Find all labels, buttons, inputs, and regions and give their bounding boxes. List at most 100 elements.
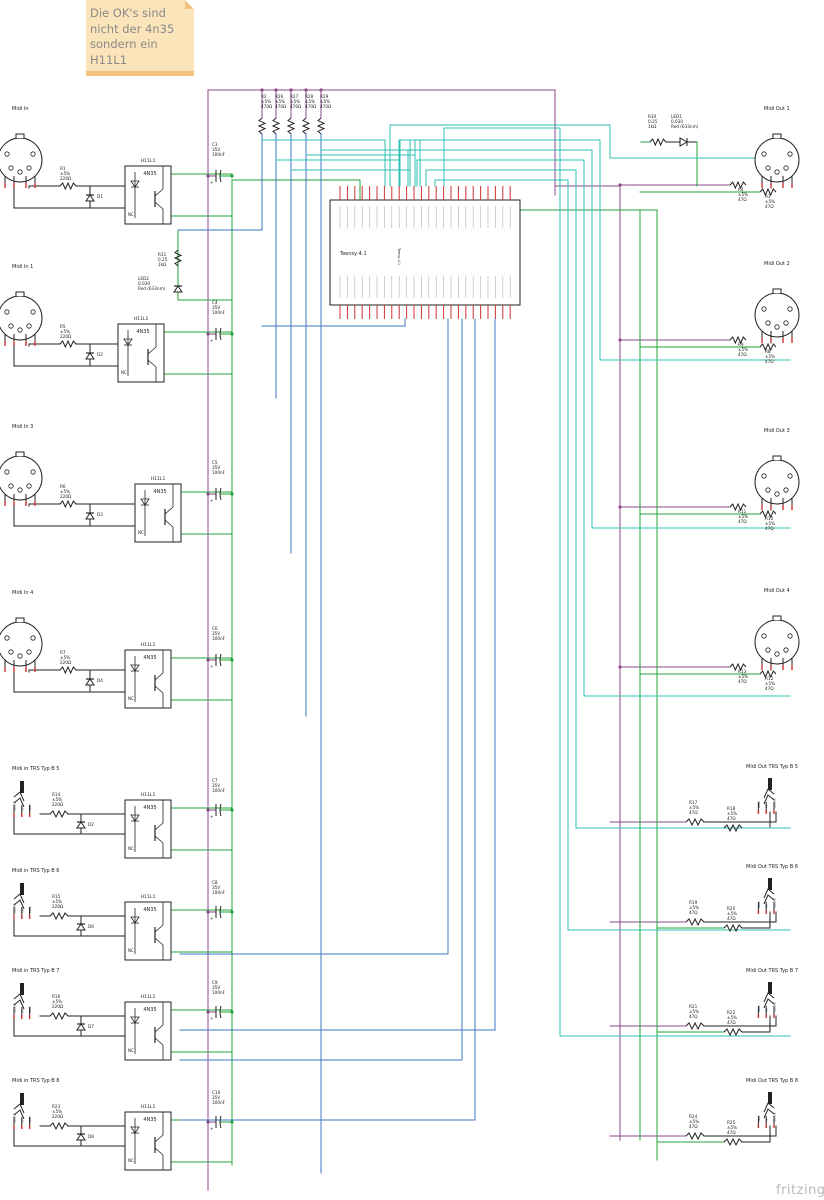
resistor-label: R17±5%47Ω — [689, 800, 699, 815]
trs-in-title: Midi in TRS Typ B 8 — [12, 1078, 60, 1084]
din-key — [15, 617, 25, 622]
resistor-icon — [49, 1011, 69, 1021]
din-pin — [761, 306, 767, 312]
label-line: R27 — [290, 94, 299, 99]
label-line: C6 — [212, 626, 218, 631]
opto-nc-label: NC — [138, 530, 144, 535]
trs-in-title: Midi in TRS Typ B 6 — [12, 868, 60, 874]
resistor-zigzag — [257, 117, 267, 135]
trs-sleeve — [20, 983, 24, 995]
label-line: 47Ω — [765, 359, 774, 364]
junction-dot — [230, 174, 234, 178]
teensy-board — [329, 186, 521, 319]
din-pin — [787, 473, 793, 479]
trs-pin-label: TIP — [765, 1118, 769, 1122]
label-line: R28 — [305, 94, 314, 99]
resistor-icon — [685, 817, 705, 827]
cap-plate-curved — [219, 1005, 222, 1019]
resistor-zigzag — [759, 669, 777, 679]
resistor-icon — [685, 917, 705, 927]
trs-contact — [763, 788, 775, 799]
trs-out-title: Midi Out TRS Typ B 5 — [746, 764, 798, 770]
label-line: ±5% — [52, 797, 62, 802]
cap-plate-curved — [219, 327, 222, 341]
opto-title: H11L1 — [141, 642, 156, 648]
opto-transistor-emitter — [154, 1037, 164, 1046]
resistor-icon — [685, 1131, 705, 1141]
junction-dot — [230, 910, 234, 914]
midi-in-title: Midi In 1 — [12, 264, 33, 270]
label-line: ±5% — [765, 521, 775, 526]
resistor-zigzag — [49, 809, 69, 819]
junction-dot — [230, 808, 234, 812]
opto-nc-label: NC — [128, 696, 134, 701]
resistor-zigzag — [759, 342, 777, 352]
label-line: ±5% — [689, 1119, 699, 1124]
midi-in-title: Midi In 4 — [12, 590, 33, 596]
diode-triangle — [85, 678, 95, 686]
label-line: ±5% — [60, 329, 70, 334]
din-pin — [17, 169, 23, 175]
din-body — [754, 459, 800, 505]
din-pin — [26, 165, 32, 171]
opto-part-label: 4N35 — [143, 171, 156, 177]
trs-out-title: Midi Out TRS Typ B 6 — [746, 864, 798, 870]
resistor-icon — [729, 502, 747, 512]
trs-sleeve — [20, 1093, 24, 1105]
label-line: 47Ω — [765, 686, 774, 691]
label-line: 1kΩ — [648, 124, 657, 129]
trs-sleeve — [20, 781, 24, 793]
pullup-label: R29±5%470Ω — [320, 94, 332, 109]
label-line: LED2 — [138, 276, 149, 281]
label-line: 220Ω — [52, 904, 64, 909]
resistor-icon — [759, 509, 777, 519]
resistor-zigzag — [271, 117, 281, 135]
label-line: 100nF — [212, 310, 226, 315]
resistor-icon — [59, 181, 77, 191]
label-line: R13 — [738, 669, 747, 674]
optocoupler-icon — [124, 165, 172, 225]
label-line: R12 — [765, 676, 774, 681]
label-line: R10 — [765, 516, 774, 521]
label-line: 100nF — [212, 890, 226, 895]
label-line: R9 — [738, 342, 744, 347]
resistor-zigzag — [685, 1131, 705, 1141]
sticky-note[interactable]: Die OK's sind nicht der 4n35 sondern ein… — [86, 0, 194, 76]
sticky-note-text: Die OK's sind nicht der 4n35 sondern ein… — [90, 6, 175, 67]
optocoupler-icon — [117, 323, 165, 383]
din-pin — [774, 491, 780, 497]
pullup-resistor-icon — [301, 117, 311, 135]
opto-title: H11L1 — [141, 792, 156, 798]
junction-dot — [230, 658, 234, 662]
opto-transistor-collector — [154, 822, 164, 831]
junction-dot — [206, 910, 210, 914]
opto-transistor-collector — [154, 1024, 164, 1033]
din-pin — [4, 309, 10, 315]
label-line: ±5% — [305, 99, 315, 104]
midi-din-socket-icon — [0, 451, 43, 506]
cap-plate-curved — [219, 1115, 222, 1129]
capacitor-icon: + — [210, 487, 222, 503]
resistor-zigzag — [59, 665, 77, 675]
din-body — [754, 292, 800, 338]
label-line: 47Ω — [689, 910, 698, 915]
trs-contact — [763, 794, 775, 805]
trs-pin-label: SLEEVE — [13, 903, 17, 913]
label-line: R5 — [60, 324, 66, 329]
label-line: R11 — [738, 509, 747, 514]
resistor-zigzag — [173, 249, 183, 267]
label-line: R6 — [60, 484, 66, 489]
trs-sleeve — [20, 883, 24, 895]
label-line: R26 — [275, 94, 284, 99]
opto-part-label: 4N35 — [136, 329, 149, 335]
resistor-icon — [59, 665, 77, 675]
midi-din-socket-icon — [754, 615, 800, 670]
optocoupler-icon — [124, 1001, 172, 1061]
din-body — [0, 137, 43, 183]
opto-title: H11L1 — [141, 894, 156, 900]
